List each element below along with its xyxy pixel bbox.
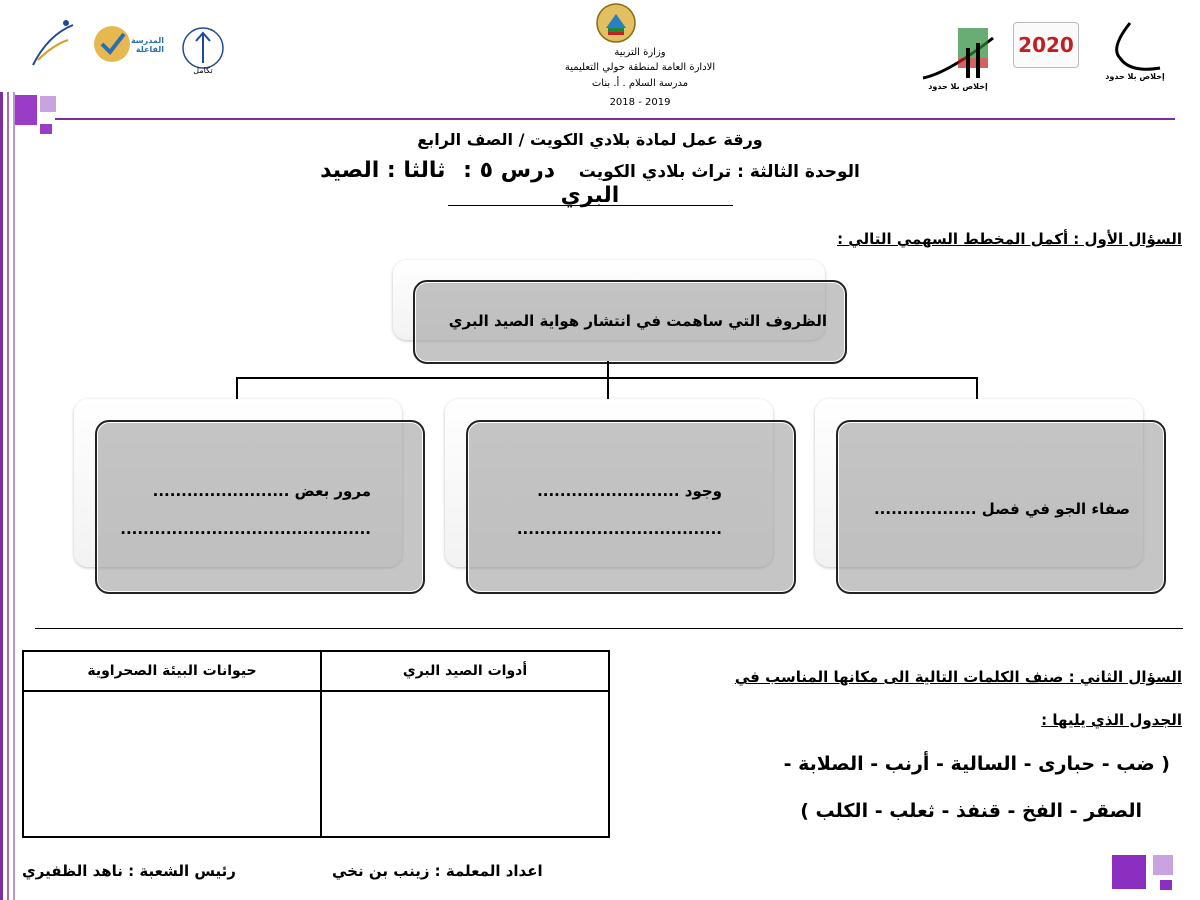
branch-right-line1: صفاء الجو في فصل ..................: [873, 500, 1130, 518]
word-bank-line2: الصقر - الفخ - قنفذ - ثعلب - الكلب ): [800, 800, 1142, 822]
lesson-topic: ثالثا : الصيد البري: [320, 158, 620, 208]
title-underline: [448, 205, 733, 206]
branch-box-center: وجود ......................... .........…: [466, 420, 796, 594]
connector-right: [976, 377, 978, 399]
department-head-credit: رئيس الشعبة : ناهد الظفيري: [22, 862, 236, 880]
left-accent-bar-3: [13, 92, 15, 900]
decor-square: [1153, 855, 1173, 875]
table-header-tools: أدوات الصيد البري: [320, 650, 610, 692]
unit-lesson-title: الوحدة الثالثة : تراث بلادي الكويت درس ٥…: [290, 158, 890, 208]
decor-square: [15, 95, 37, 125]
root-box-text: الظروف التي ساهمت في انتشار هواية الصيد …: [448, 312, 827, 330]
left-accent-bar-2: [7, 92, 9, 900]
tools-answer-cell[interactable]: [320, 690, 610, 838]
swimmer-logo: [28, 15, 78, 75]
animals-answer-cell[interactable]: [22, 690, 322, 838]
section-divider: [35, 628, 1183, 629]
question2-label-line1: السؤال الثاني : صنف الكلمات التالية الى …: [734, 668, 1182, 686]
vision-2020-logo: 2020: [1013, 22, 1079, 68]
connector-left: [236, 377, 238, 399]
takamul-logo: تكامل: [180, 18, 226, 78]
directorate-name: الادارة العامة لمنطقة حولي التعليمية: [564, 62, 716, 73]
header-divider: [55, 118, 1175, 120]
lesson-number: درس ٥ :: [463, 158, 556, 183]
social-department-logo: إخلاص بلا حدود: [918, 8, 998, 98]
school-name: مدرسة السلام . أ. بنات: [591, 78, 689, 89]
takamul-label: تكامل: [193, 66, 213, 75]
left-accent-bar-1: [0, 92, 3, 900]
effective-school-logo: المدرسة الفاعلة: [92, 16, 164, 72]
decor-square: [1112, 855, 1146, 889]
worksheet-title: ورقة عمل لمادة بلادي الكويت / الصف الراب…: [417, 130, 763, 149]
question1-label: السؤال الأول : أكمل المخطط السهمي التالي…: [837, 230, 1182, 248]
decor-square: [40, 124, 52, 134]
table-header-animals: حيوانات البيئة الصحراوية: [22, 650, 322, 692]
sincerity-label: إخلاص بلا حدود: [1105, 72, 1165, 81]
sincerity-logo: إخلاص بلا حدود: [1100, 8, 1170, 88]
ministry-name: وزارة التربية: [614, 47, 666, 58]
vision-2020-label: 2020: [1018, 33, 1074, 57]
kuwait-emblem: [594, 2, 638, 44]
academic-year: 2018 - 2019: [609, 97, 671, 108]
unit-title: الوحدة الثالثة : تراث بلادي الكويت: [578, 162, 860, 182]
teacher-credit: اعداد المعلمة : زينب بن نخي: [332, 862, 543, 880]
branch-center-line2: ....................................: [516, 520, 722, 538]
effective-school-label: المدرسة الفاعلة: [130, 36, 164, 54]
connector-vertical: [607, 361, 609, 379]
branch-center-line1: وجود .........................: [537, 482, 722, 500]
question2-label-line2: الجدول الذي يليها :: [1041, 711, 1182, 729]
root-box: الظروف التي ساهمت في انتشار هواية الصيد …: [413, 280, 847, 364]
decor-square: [1160, 880, 1172, 890]
connector-center: [607, 377, 609, 399]
branch-box-right: صفاء الجو في فصل ..................: [836, 420, 1166, 594]
classification-table: حيوانات البيئة الصحراوية أدوات الصيد الب…: [22, 650, 610, 838]
social-department-label: إخلاص بلا حدود: [928, 82, 988, 91]
branch-left-line1: مرور بعض ........................: [152, 482, 371, 500]
branch-box-left: مرور بعض ........................ ......…: [95, 420, 425, 594]
branch-left-line2: ........................................…: [120, 520, 371, 538]
decor-square: [40, 96, 56, 112]
word-bank-line1: ( ضب - حبارى - السالية - أرنب - الصلابة …: [783, 753, 1170, 775]
